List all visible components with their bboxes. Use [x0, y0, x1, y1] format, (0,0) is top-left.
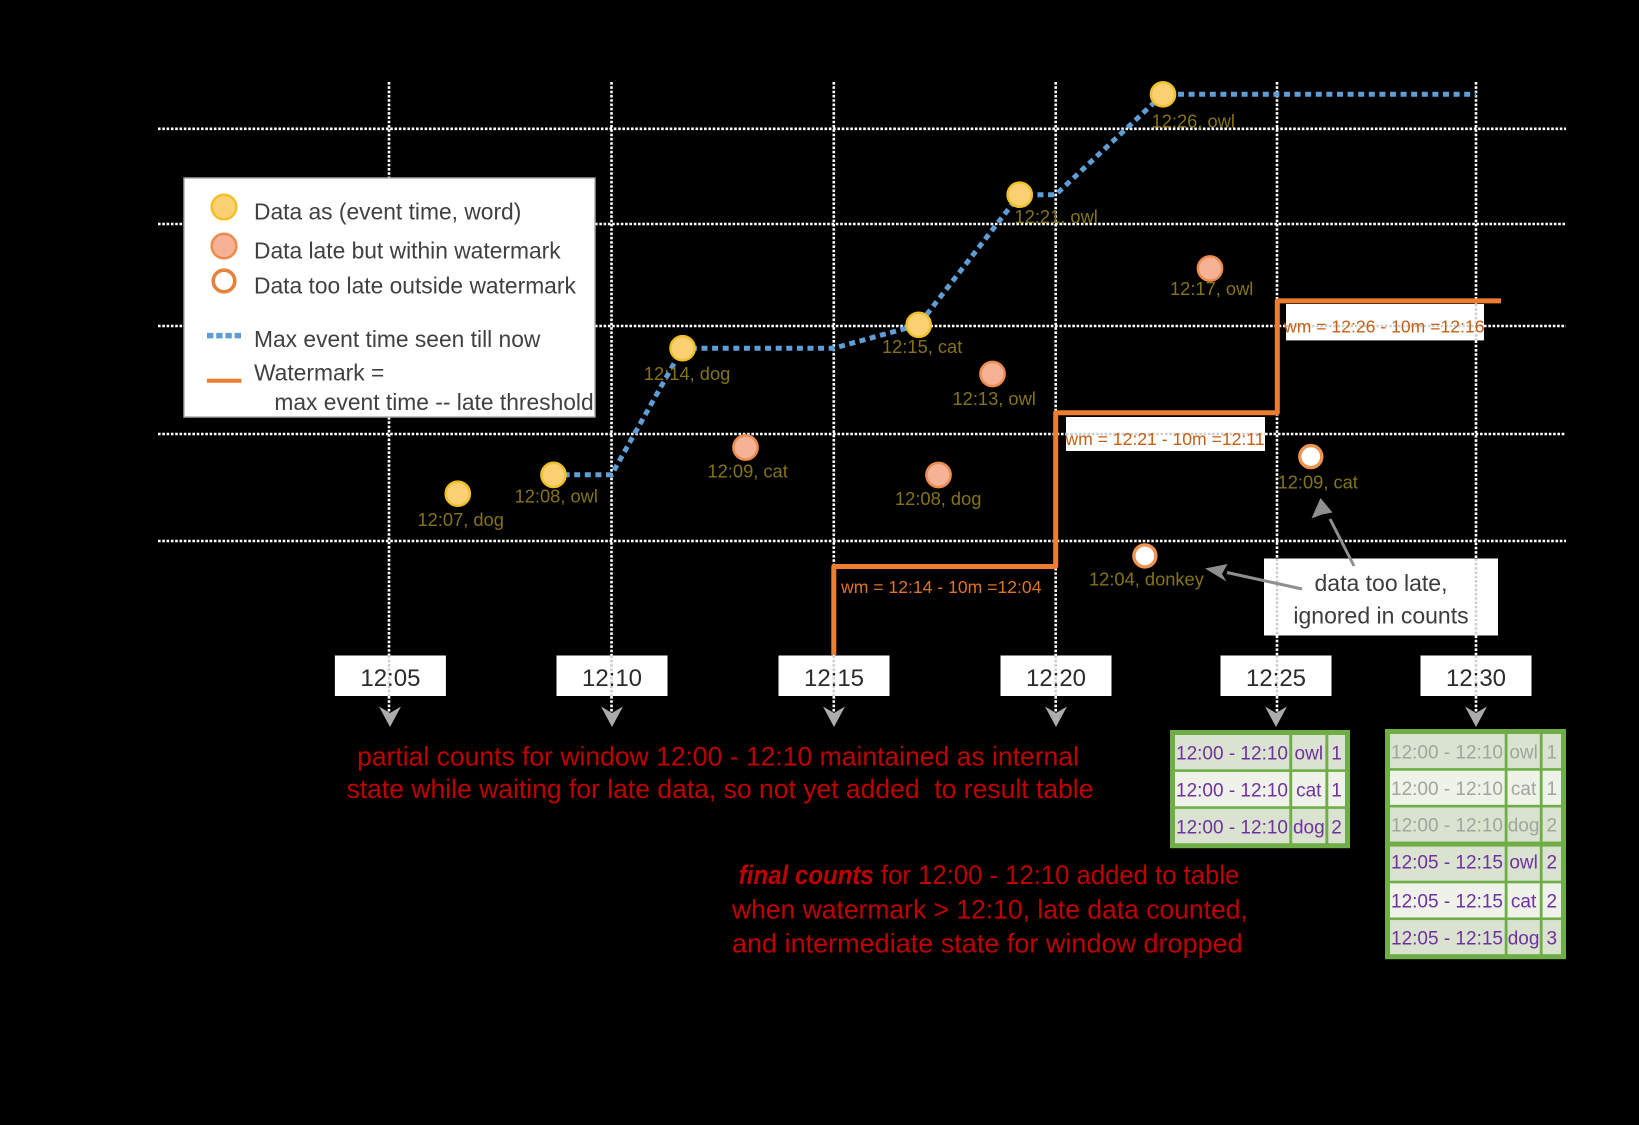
svg-text:3: 3	[1547, 929, 1558, 950]
svg-text:and intermediate state for win: and intermediate state for window droppe…	[732, 929, 1243, 959]
svg-text:for 12:00 - 12:10 added to tab: for 12:00 - 12:10 added to table	[881, 860, 1239, 890]
svg-text:1: 1	[1547, 742, 1558, 763]
svg-text:12:13, owl: 12:13, owl	[953, 388, 1036, 409]
svg-text:wm = 12:14 - 10m =12:04: wm = 12:14 - 10m =12:04	[840, 577, 1042, 597]
svg-text:12:00 - 12:10: 12:00 - 12:10	[1176, 744, 1288, 765]
svg-text:cat: cat	[1511, 891, 1537, 912]
svg-text:12:00 - 12:10: 12:00 - 12:10	[1176, 780, 1288, 801]
svg-text:2: 2	[1331, 817, 1342, 838]
svg-text:12:05 - 12:15: 12:05 - 12:15	[1391, 853, 1503, 874]
svg-text:12:17, owl: 12:17, owl	[1170, 278, 1253, 299]
svg-text:dog: dog	[1293, 817, 1325, 838]
svg-text:12:15, cat: 12:15, cat	[882, 336, 962, 357]
svg-text:12:00 - 12:10: 12:00 - 12:10	[1391, 815, 1503, 836]
svg-text:12:07, dog: 12:07, dog	[418, 509, 504, 530]
svg-text:partial counts for window 12:0: partial counts for window 12:00 - 12:10 …	[357, 742, 1079, 772]
svg-text:12:15: 12:15	[804, 665, 864, 692]
svg-text:2: 2	[1547, 891, 1558, 912]
svg-text:data too late,: data too late,	[1315, 570, 1448, 596]
svg-text:12:30: 12:30	[1446, 665, 1506, 692]
svg-text:2: 2	[1547, 853, 1558, 874]
svg-text:owl: owl	[1295, 744, 1324, 765]
svg-text:owl: owl	[1509, 853, 1538, 874]
svg-text:Data too late outside watermar: Data too late outside watermark	[254, 273, 576, 299]
svg-text:12:00 - 12:10: 12:00 - 12:10	[1176, 817, 1288, 838]
svg-text:12:05 - 12:15: 12:05 - 12:15	[1391, 929, 1503, 950]
svg-text:when watermark > 12:10, late d: when watermark > 12:10, late data counte…	[731, 894, 1248, 924]
svg-text:12:08, dog: 12:08, dog	[895, 488, 981, 509]
svg-text:Watermark =: Watermark =	[254, 360, 384, 386]
svg-text:state while waiting for late d: state while waiting for late data, so no…	[347, 774, 1094, 804]
svg-text:dog: dog	[1508, 815, 1540, 836]
svg-text:max event time -- late thresho: max event time -- late threshold	[274, 389, 593, 415]
svg-text:final counts: final counts	[739, 860, 874, 890]
svg-text:ignored in counts: ignored in counts	[1293, 602, 1468, 628]
svg-text:12:09, cat: 12:09, cat	[1278, 471, 1358, 492]
svg-text:Data as (event time, word): Data as (event time, word)	[254, 199, 521, 225]
svg-text:12:05: 12:05	[360, 665, 420, 692]
svg-text:12:26, owl: 12:26, owl	[1152, 110, 1235, 131]
svg-text:cat: cat	[1511, 779, 1537, 800]
svg-text:12:25: 12:25	[1246, 665, 1306, 692]
svg-text:Max event time seen till now: Max event time seen till now	[254, 326, 541, 352]
svg-text:12:10: 12:10	[582, 665, 642, 692]
svg-text:wm = 12:26 - 10m =12:16: wm = 12:26 - 10m =12:16	[1283, 316, 1485, 336]
svg-text:owl: owl	[1509, 742, 1538, 763]
svg-text:2: 2	[1547, 815, 1558, 836]
svg-text:cat: cat	[1296, 780, 1322, 801]
svg-text:1: 1	[1547, 779, 1558, 800]
svg-text:wm = 12:21 - 10m =12:11: wm = 12:21 - 10m =12:11	[1064, 429, 1264, 449]
svg-text:12:00 - 12:10: 12:00 - 12:10	[1391, 779, 1503, 800]
svg-text:dog: dog	[1508, 929, 1540, 950]
svg-text:12:00 - 12:10: 12:00 - 12:10	[1391, 742, 1503, 763]
svg-text:12:21, owl: 12:21, owl	[1015, 206, 1098, 227]
svg-text:1: 1	[1331, 780, 1342, 801]
svg-text:12:14, dog: 12:14, dog	[644, 363, 730, 384]
svg-text:12:05 - 12:15: 12:05 - 12:15	[1391, 891, 1503, 912]
svg-text:Data late but within watermark: Data late but within watermark	[254, 238, 561, 264]
svg-text:12:09, cat: 12:09, cat	[708, 461, 788, 482]
svg-text:1: 1	[1331, 744, 1342, 765]
svg-text:12:04, donkey: 12:04, donkey	[1089, 568, 1205, 589]
svg-text:12:08, owl: 12:08, owl	[515, 485, 598, 506]
svg-text:12:20: 12:20	[1026, 665, 1086, 692]
